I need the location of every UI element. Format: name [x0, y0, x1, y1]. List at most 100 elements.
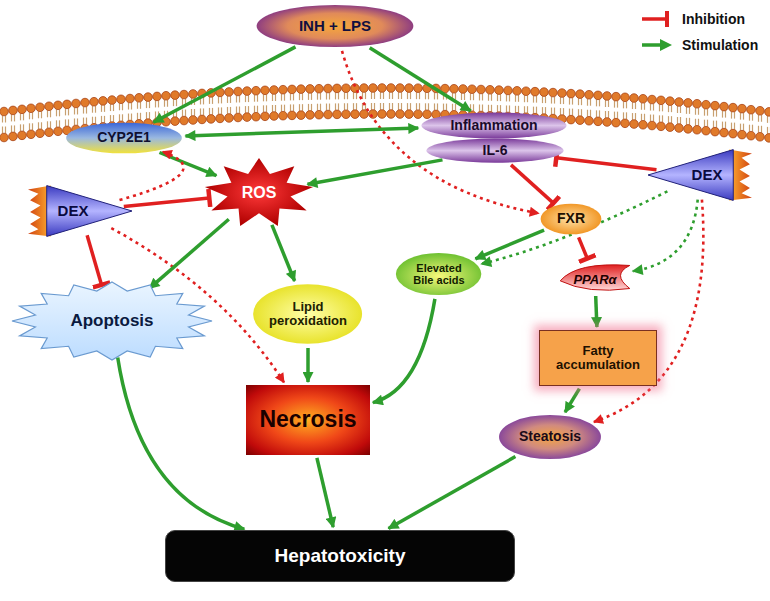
lipid-tail	[752, 114, 753, 121]
lipid-head	[387, 84, 396, 93]
symbol-line	[642, 17, 666, 21]
lipid-tail	[95, 106, 96, 113]
lipid-head	[9, 106, 18, 115]
lipid-head	[621, 93, 630, 102]
lipid-head	[486, 85, 495, 94]
lipid-tail	[380, 103, 381, 110]
lipid-head	[648, 121, 657, 130]
swoosh-outline	[560, 265, 630, 290]
lipid-tail	[212, 97, 213, 104]
lipid-tail	[236, 106, 237, 113]
lipid-head	[27, 104, 36, 113]
lipid-head	[333, 110, 342, 119]
lipid-tail	[491, 105, 492, 112]
lipid-tail	[101, 116, 102, 123]
stimulation-connector	[306, 348, 310, 382]
lipid-head	[558, 89, 567, 98]
lipid-tail	[473, 104, 474, 111]
lipid-head	[639, 94, 648, 103]
lipid-head	[324, 84, 333, 93]
lipid-head	[378, 110, 387, 119]
process-ellipse: Inflammation	[420, 112, 568, 139]
lipid-tail	[626, 101, 627, 108]
dotted-connector	[633, 200, 698, 272]
triangle-outline	[648, 150, 733, 201]
lipid-tail	[212, 108, 213, 115]
lipid-head	[189, 90, 198, 99]
lipid-tail	[257, 106, 258, 113]
lipid-tail	[371, 92, 372, 99]
node-label: Hepatotoxicity	[275, 546, 406, 567]
lipid-tail	[527, 95, 528, 102]
lipid-tail	[392, 92, 393, 99]
stimulation-connector	[272, 225, 295, 281]
lipid-tail	[38, 122, 39, 129]
lipid-tail	[122, 103, 123, 110]
lipid-tail	[401, 103, 402, 110]
node-label: DEX	[692, 167, 723, 184]
legend: InhibitionStimulation	[640, 6, 758, 58]
node-label: PPARα	[573, 273, 616, 287]
lipid-tail	[203, 108, 204, 115]
lipid-tail	[131, 114, 132, 121]
lipid-head	[252, 86, 261, 95]
lipid-head	[738, 130, 747, 139]
lipid-tail	[194, 109, 195, 116]
lipid-tail	[338, 103, 339, 110]
stimulation-connector	[160, 153, 217, 176]
lipid-tail	[23, 124, 24, 131]
ros-star: ROS	[204, 158, 314, 228]
lipid-tail	[32, 123, 33, 130]
lipid-tail	[131, 103, 132, 110]
lipid-tail	[83, 107, 84, 114]
lipid-head	[720, 128, 729, 137]
lipid-tail	[50, 121, 51, 128]
lipid-head	[72, 99, 81, 108]
lipid-head	[450, 84, 459, 93]
outcome-box: Hepatotoxicity	[165, 530, 515, 582]
lipid-tail	[74, 107, 75, 114]
lipid-tail	[329, 104, 330, 111]
lipid-tail	[437, 92, 438, 99]
lipid-tail	[644, 103, 645, 110]
inhibition-connector	[124, 198, 210, 207]
lipid-tail	[266, 105, 267, 112]
lipid-head	[63, 100, 72, 109]
lipid-tail	[554, 97, 555, 104]
lipid-tail	[689, 107, 690, 114]
lipid-tail	[137, 113, 138, 120]
lipid-tail	[347, 92, 348, 99]
dotted-connector	[594, 200, 703, 422]
lipid-tail	[653, 104, 654, 111]
lipid-tail	[749, 114, 750, 121]
lipid-tail	[275, 94, 276, 101]
lipid-tail	[761, 115, 762, 122]
lipid-tail	[428, 103, 429, 110]
lipid-tail	[227, 96, 228, 103]
lipid-tail	[605, 111, 606, 118]
lipid-head	[297, 111, 306, 120]
lipid-head	[711, 101, 720, 110]
node-label: INH + LPS	[299, 18, 371, 35]
lipid-tail	[569, 98, 570, 105]
lipid-tail	[497, 94, 498, 101]
lipid-tail	[158, 100, 159, 107]
lipid-tail	[257, 95, 258, 102]
lipid-head	[666, 123, 675, 132]
lipid-tail	[77, 118, 78, 125]
lipid-tail	[668, 116, 669, 123]
lipid-head	[612, 92, 621, 101]
lipid-tail	[641, 114, 642, 121]
ellipse-outline	[254, 284, 363, 344]
lipid-tail	[389, 103, 390, 110]
lipid-tail	[536, 96, 537, 103]
lipid-head	[27, 130, 36, 139]
lipid-tail	[635, 113, 636, 120]
lipid-tail	[716, 121, 717, 128]
lipid-tail	[248, 106, 249, 113]
lipid-tail	[527, 106, 528, 113]
lipid-head	[135, 93, 144, 102]
inhibition-connector	[87, 235, 101, 285]
lipid-tail	[659, 115, 660, 122]
lipid-head	[315, 84, 324, 93]
